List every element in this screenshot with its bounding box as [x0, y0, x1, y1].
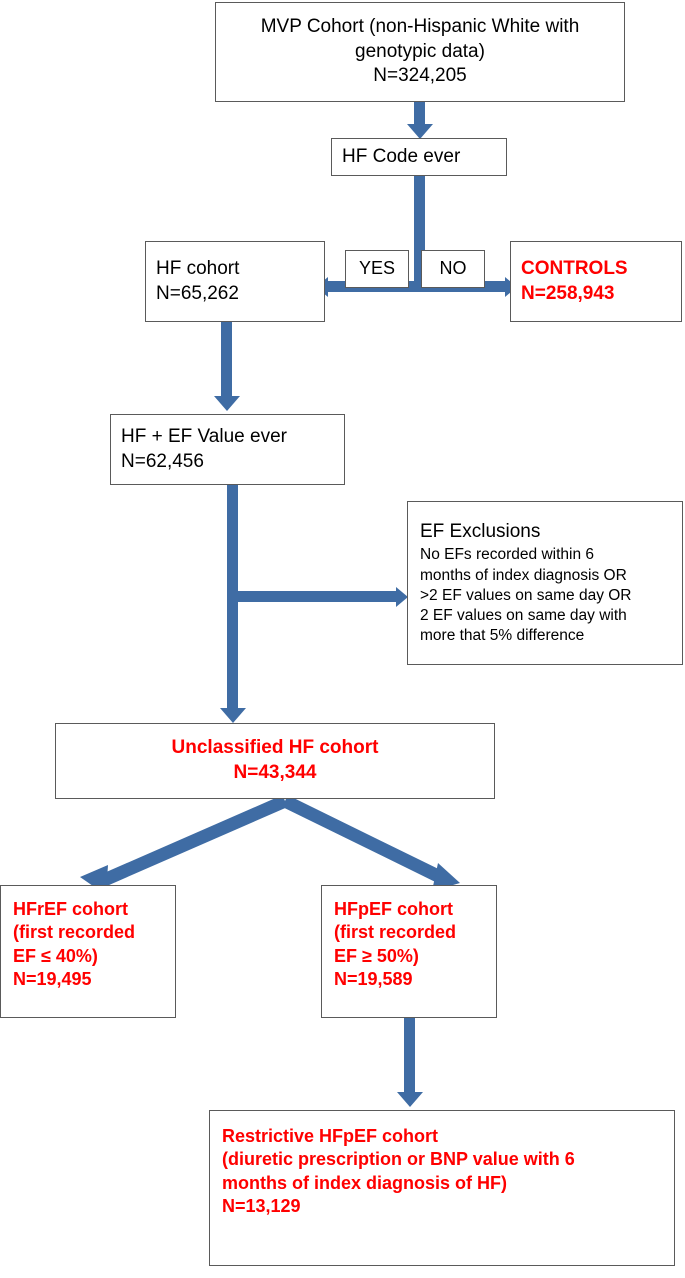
connector-hfef-to-exclusions: [227, 591, 399, 602]
node-mvp-cohort-line3: N=324,205: [373, 65, 467, 87]
node-ef-exclusions[interactable]: EF Exclusions No EFs recorded within 6 m…: [407, 501, 683, 665]
node-mvp-cohort[interactable]: MVP Cohort (non-Hispanic White with geno…: [215, 2, 625, 102]
node-ef-exclusions-line2: months of index diagnosis OR: [420, 566, 627, 584]
connector-hfcohort-to-hfef: [221, 322, 232, 400]
node-hf-code-ever[interactable]: HF Code ever: [331, 138, 507, 176]
node-hf-ef-value-ever[interactable]: HF + EF Value ever N=62,456: [110, 414, 345, 485]
node-hfref-cohort[interactable]: HFrEF cohort (first recorded EF ≤ 40%) N…: [0, 885, 176, 1018]
node-controls[interactable]: CONTROLS N=258,943: [510, 241, 682, 322]
node-hfpef-cohort-line2: (first recorded: [334, 922, 457, 943]
node-ef-exclusions-line3: >2 EF values on same day OR: [420, 586, 632, 604]
node-restrictive-hfpef-cohort-line3: months of index diagnosis of HF): [222, 1172, 507, 1193]
node-hfpef-cohort-line4: N=19,589: [334, 969, 413, 990]
node-controls-line2: N=258,943: [521, 282, 615, 304]
node-hf-ef-value-ever-line2: N=62,456: [121, 450, 204, 472]
node-hfpef-cohort-line1: HFpEF cohort: [334, 899, 453, 919]
node-hfref-cohort-line1: HFrEF cohort: [13, 899, 128, 919]
connector-mvp-to-hfcode: [414, 102, 425, 126]
node-no-label-text: NO: [439, 258, 467, 279]
node-hf-cohort[interactable]: HF cohort N=65,262: [145, 241, 325, 322]
node-restrictive-hfpef-cohort[interactable]: Restrictive HFpEF cohort (diuretic presc…: [209, 1110, 675, 1266]
node-restrictive-hfpef-cohort-line2: (diuretic prescription or BNP value with…: [222, 1149, 575, 1170]
node-hf-ef-value-ever-line1: HF + EF Value ever: [121, 425, 287, 447]
node-yes-label-text: YES: [358, 258, 396, 279]
node-mvp-cohort-line1: MVP Cohort (non-Hispanic White with: [260, 15, 580, 37]
node-hfref-cohort-line4: N=19,495: [13, 969, 92, 990]
node-hfpef-cohort[interactable]: HFpEF cohort (first recorded EF ≥ 50%) N…: [321, 885, 497, 1018]
node-ef-exclusions-heading: EF Exclusions: [420, 520, 541, 542]
connector-hfcode-stem: [414, 176, 425, 286]
node-unclassified-hf-cohort[interactable]: Unclassified HF cohort N=43,344: [55, 723, 495, 799]
node-hf-code-ever-line1: HF Code ever: [342, 145, 461, 167]
node-ef-exclusions-line1: No EFs recorded within 6: [420, 546, 595, 564]
arrowhead-to-ef-exclusions: [396, 586, 408, 607]
node-hfref-cohort-line2: (first recorded: [13, 922, 136, 943]
node-controls-line1: CONTROLS: [521, 257, 628, 279]
node-hf-cohort-line1: HF cohort: [156, 257, 240, 279]
arrowhead-hfpef-to-restrictive: [396, 1092, 423, 1107]
node-unclassified-hf-cohort-line1: Unclassified HF cohort: [171, 737, 379, 759]
node-ef-exclusions-line4: 2 EF values on same day with: [420, 606, 627, 624]
node-hf-cohort-line2: N=65,262: [156, 282, 239, 304]
node-unclassified-hf-cohort-line2: N=43,344: [233, 762, 317, 783]
connector-unclassified-to-hfpef: [282, 795, 460, 891]
node-ef-exclusions-line5: more that 5% difference: [420, 627, 585, 645]
node-yes-label[interactable]: YES: [345, 250, 409, 288]
arrowhead-mvp-to-hfcode: [406, 124, 433, 139]
arrowhead-hfcohort-to-hfef: [213, 396, 240, 411]
node-no-label[interactable]: NO: [421, 250, 485, 288]
node-restrictive-hfpef-cohort-line1: Restrictive HFpEF cohort: [222, 1126, 439, 1146]
connector-yesno-bus: [325, 281, 510, 292]
node-hfref-cohort-line3: EF ≤ 40%): [13, 945, 98, 966]
node-mvp-cohort-line2: genotypic data): [355, 40, 485, 62]
node-restrictive-hfpef-cohort-line4: N=13,129: [222, 1196, 301, 1217]
arrowhead-hfef-to-unclassified: [219, 708, 246, 723]
connector-hfpef-to-restrictive: [404, 1018, 415, 1096]
node-hfpef-cohort-line3: EF ≥ 50%): [334, 945, 419, 966]
